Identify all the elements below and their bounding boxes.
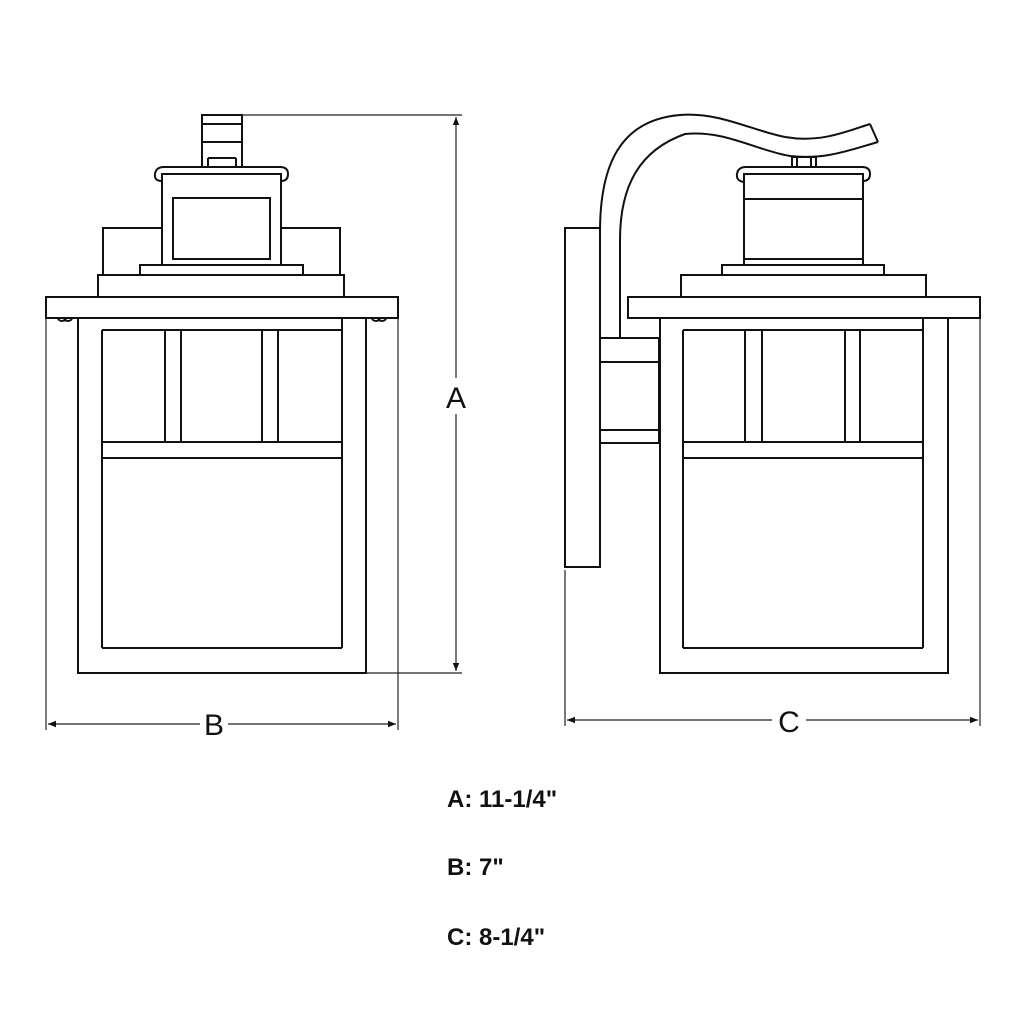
spec-dimension-c: C: 8-1/4" (447, 924, 546, 951)
dimension-c-label: C (778, 706, 800, 739)
dimension-c: C (564, 318, 981, 739)
dimension-a: A (242, 114, 466, 674)
spec-dimension-a: A: 11-1/4" (447, 786, 558, 813)
front-view (45, 114, 399, 674)
dimension-a-label: A (446, 382, 466, 415)
side-view (564, 113, 981, 674)
spec-dimension-b: B: 7" (447, 854, 504, 881)
dimension-b: B (45, 318, 399, 742)
dimension-b-label: B (204, 709, 224, 742)
